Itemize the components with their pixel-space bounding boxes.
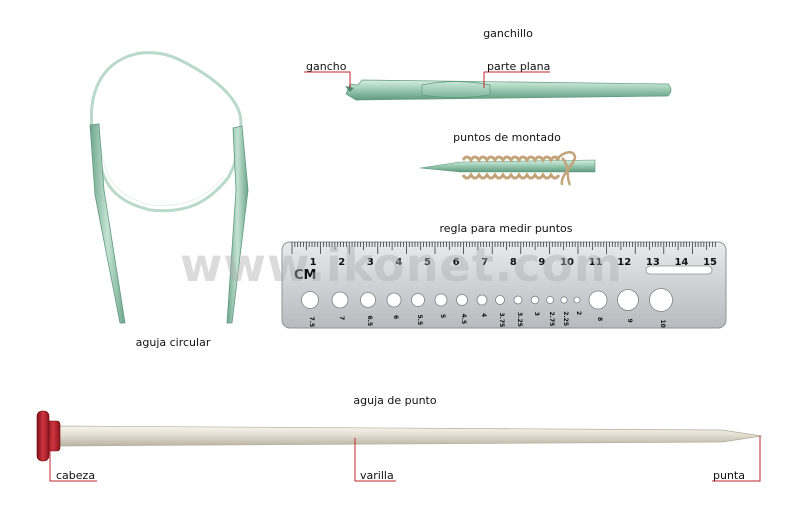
ruler-number: 14 [674,257,688,268]
cast-on-drawing [419,151,596,186]
ruler-unit-label: CM [294,268,316,283]
gauge-hole [360,292,376,308]
gauge-hole [495,295,505,305]
leader-lines [49,71,761,482]
ruler-number: 2 [338,257,345,268]
gauge-hole [301,291,319,309]
gauge-hole-size-label: 3.25 [516,312,523,327]
gauge-hole-size-label: 3 [533,312,540,316]
gauge-hole [588,290,608,310]
head-label: cabeza [56,469,96,482]
gauge-ruler-title: regla para medir puntos [439,222,573,235]
gauge-hole [530,295,540,305]
ruler-number: 6 [453,257,460,268]
thumb-rest-label: parte plana [487,60,551,73]
gauge-hole-size-label: 10 [659,320,666,328]
ruler-number: 8 [510,257,517,268]
circular-needle-label: aguja circular [135,336,211,349]
gauge-hole [386,292,402,308]
gauge-hole [331,291,349,309]
gauge-hole [617,289,639,311]
ruler-number: 9 [538,257,545,268]
gauge-hole [573,296,581,304]
ruler-number: 5 [424,257,431,268]
gauge-hole-size-label: 7.5 [308,317,315,328]
watermark: www.ikonet.com [180,238,623,292]
gauge-hole [456,294,468,306]
shank-label: varilla [360,469,394,482]
crochet-hook-title: ganchillo [483,27,533,40]
gauge-hole-size-label: 2.25 [562,311,569,326]
crochet-hook-drawing [345,79,672,101]
ruler-number: 11 [589,257,603,268]
gauge-hole-size-label: 9 [626,319,633,323]
ruler-number: 1 [310,257,317,268]
cast-on-title: puntos de montado [453,131,561,144]
gauge-hole [513,295,523,305]
gauge-hole [411,293,425,307]
ruler-number: 7 [481,257,488,268]
gauge-hole-size-label: 6.5 [366,316,373,327]
tip-label: punta [713,469,745,482]
ruler-number: 15 [703,257,717,268]
gauge-hole-size-label: 7 [338,316,345,320]
ruler-number: 13 [646,257,660,268]
gauge-holes: 7.5 7 6.5 6 5.5 5 4.5 4 3.75 3.25 3 2.75 2.25 2 8 9 10 [301,288,673,328]
gauge-hole-size-label: 5 [439,314,446,318]
ruler-number: 3 [367,257,374,268]
knitting-needle-title: aguja de punto [353,394,437,407]
ruler-number: 12 [617,257,631,268]
gauge-hole-size-label: 4 [480,313,487,317]
ruler-number: 4 [395,257,402,268]
gauge-hole-size-label: 3.75 [498,313,505,328]
gauge-hole-size-label: 2.75 [548,312,555,327]
gauge-hole [476,294,488,306]
gauge-hole [649,288,673,312]
gauge-hole-size-label: 4.5 [460,314,467,325]
gauge-hole-size-label: 5.5 [416,315,423,326]
gauge-hole [546,296,554,304]
gauge-hole-size-label: 6 [392,315,399,319]
hook-label: gancho [306,60,347,73]
ruler-number: 10 [560,257,574,268]
gauge-hole-size-label: 8 [596,317,603,321]
gauge-hole [434,293,448,307]
gauge-hole-size-label: 2 [575,311,582,315]
gauge-hole [560,296,568,304]
knitting-needle-drawing [36,410,763,462]
circular-needle-drawing [89,51,249,324]
